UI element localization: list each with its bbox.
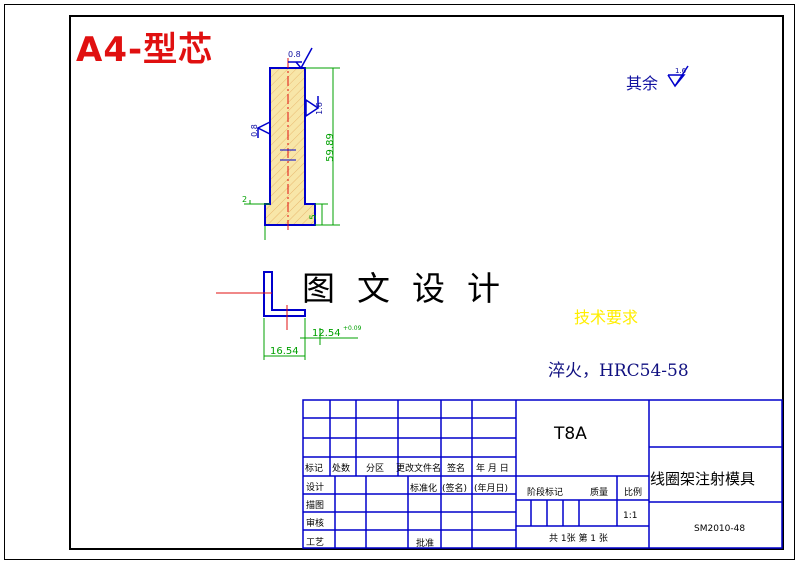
label-mass: 质量 [590,488,609,498]
roughness-top: 0.8 [288,50,301,59]
label-design: 设计 [306,483,325,493]
label-signature: 签名 [447,464,466,474]
dim-width: 12.54 [312,328,341,339]
outer-border [4,4,795,560]
label-zone: 分区 [366,464,385,474]
tech-requirements-title: 技术要求 [574,308,639,327]
bottom-view [216,271,306,330]
sheet-count: 共 1张 第 1 张 [549,534,608,544]
scale-value: 1:1 [623,511,638,521]
roughness-other-value: 1.6 [675,67,687,75]
label-review: 审核 [306,519,325,529]
label-sign-note: (签名) [442,484,468,494]
product-name: 线圈架注射模具 [650,470,756,488]
label-standardization: 标准化 [410,484,438,494]
roughness-other: 其余 [626,74,659,93]
label-approve: 批准 [416,539,435,549]
roughness-symbols [256,47,689,138]
dimension-lines [244,67,358,360]
drawing-code: SM2010-48 [694,524,746,534]
title-block [302,399,783,549]
core-section [264,58,316,232]
dim-step: 2 [242,195,248,204]
material: T8A [554,424,587,444]
label-count: 处数 [332,464,351,474]
dim-base: 5 [308,214,319,220]
label-date-note: (年月日) [474,484,509,494]
header-title: A4-型芯 [76,30,214,70]
label-change-file: 更改文件名 [396,464,442,474]
roughness-left: 0.8 [249,124,259,137]
label-stage: 阶段标记 [527,488,564,498]
label-process: 工艺 [306,538,325,548]
dim-height: 59.89 [324,133,336,162]
label-mark: 标记 [305,464,324,474]
watermark-text: 图文设计 [302,269,522,308]
drawing-frame [69,15,784,550]
dim-tolerance: +0.09 [343,325,362,332]
label-tracing: 描图 [306,501,325,511]
dim-total-width: 16.54 [270,346,299,357]
roughness-right: 1.6 [314,102,324,115]
label-date: 年 月 日 [476,464,509,474]
label-ratio: 比例 [624,488,643,498]
tech-note: 淬火，HRC54-58 [548,361,689,381]
